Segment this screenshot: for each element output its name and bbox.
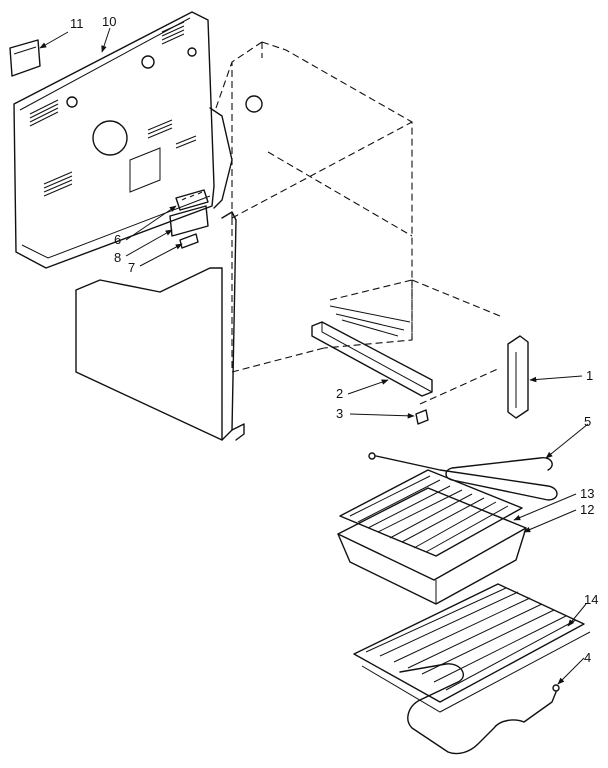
rear-panel <box>13 11 215 269</box>
side-trim <box>507 335 529 419</box>
callout-13: 13 <box>580 486 594 501</box>
callout-3: 3 <box>336 406 343 421</box>
terminal-block <box>175 189 209 211</box>
broiler-grid <box>339 469 523 557</box>
screw <box>415 409 429 425</box>
callout-8: 8 <box>114 250 121 265</box>
cabinet-frame <box>215 41 501 405</box>
label-plate <box>9 39 41 77</box>
wire-clip <box>179 233 199 249</box>
callout-10: 10 <box>102 14 116 29</box>
cabinet-side <box>75 107 245 441</box>
callout-1: 1 <box>586 368 593 383</box>
callout-4: 4 <box>584 650 591 665</box>
mounting-bracket <box>169 205 209 237</box>
callout-12: 12 <box>580 502 594 517</box>
bottom-rail <box>311 305 433 397</box>
callout-6: 6 <box>114 232 121 247</box>
callout-7: 7 <box>128 260 135 275</box>
oven-rack <box>353 583 591 713</box>
callout-2: 2 <box>336 386 343 401</box>
callout-11: 11 <box>70 16 84 31</box>
callout-5: 5 <box>584 414 591 429</box>
bake-element <box>368 452 558 501</box>
broil-element <box>399 663 560 755</box>
leader-lines <box>39 27 589 685</box>
callout-14: 14 <box>584 592 598 607</box>
